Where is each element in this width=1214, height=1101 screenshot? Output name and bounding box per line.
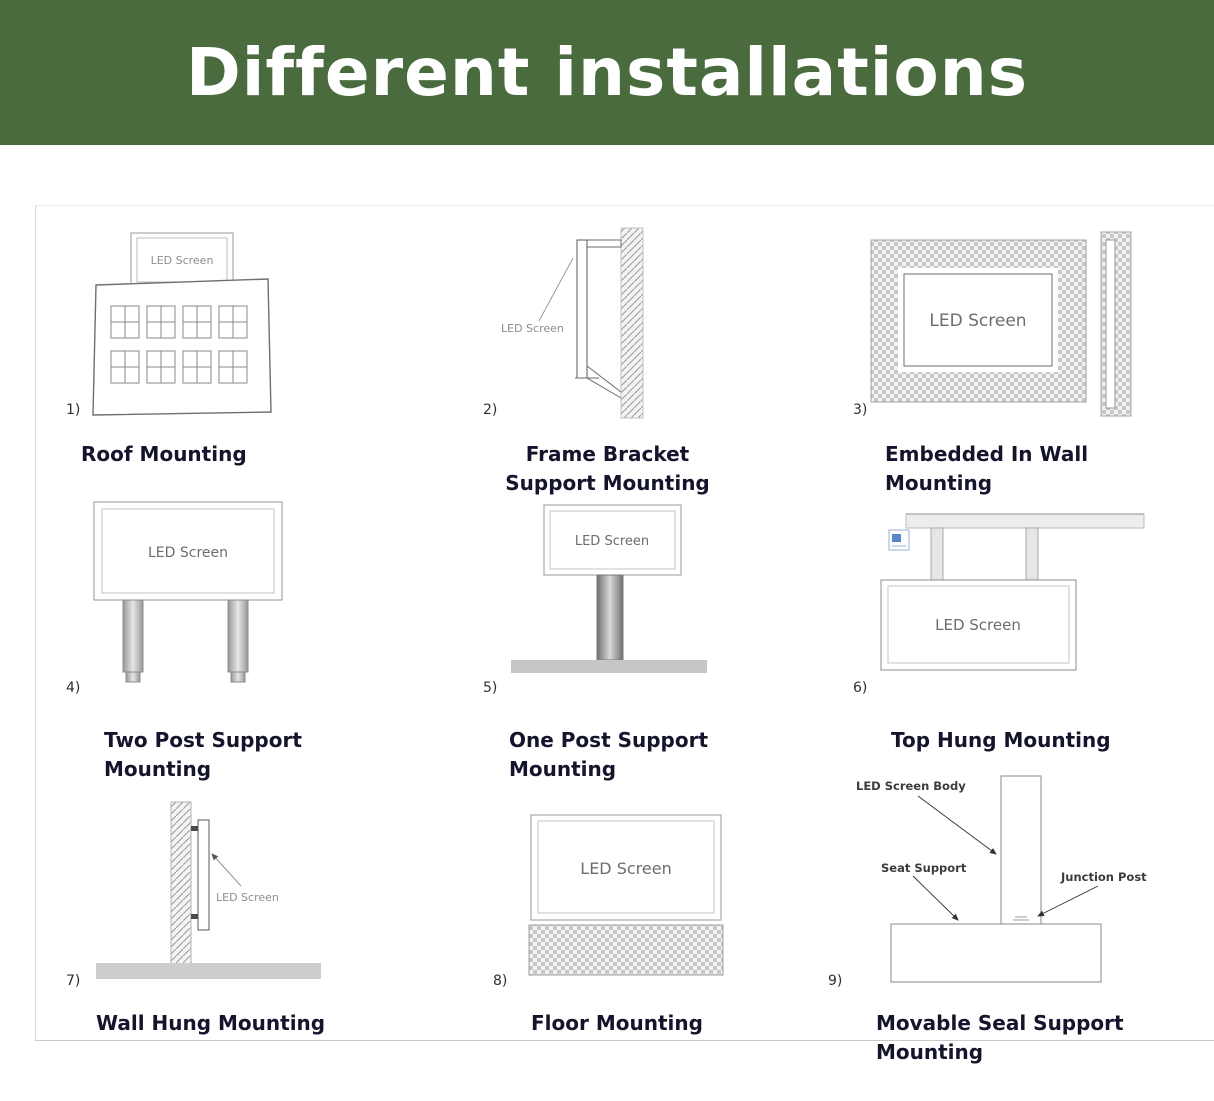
two-post-drawing: LED Screen 4) bbox=[66, 501, 283, 696]
caption-line: Floor Mounting bbox=[531, 1011, 703, 1035]
movable-seal-drawing: LED Screen Body Seat Support Junction Po… bbox=[828, 775, 1147, 989]
side-wall-strip bbox=[1100, 231, 1132, 417]
caption-movable-seal-mounting: Movable Seal Support Mounting bbox=[798, 1009, 1214, 1067]
caption-line: Mounting bbox=[509, 757, 617, 781]
screen-body-label: LED Screen Body bbox=[856, 779, 966, 793]
wall-hung-drawing: LED Screen 7) bbox=[66, 801, 321, 989]
led-screen-label: LED Screen bbox=[935, 616, 1021, 634]
led-screen-label: LED Screen bbox=[151, 254, 214, 267]
led-screen-panel: LED Screen bbox=[880, 579, 1077, 671]
caption-line: Wall Hung Mounting bbox=[96, 1011, 326, 1035]
diagram-grid: LED Screen 1) Roof Mounting bbox=[36, 226, 1214, 1064]
led-screen-panel: LED Screen bbox=[530, 814, 722, 921]
figure-number: 7) bbox=[66, 973, 80, 989]
figure-number: 2) bbox=[483, 402, 497, 418]
leader-line bbox=[538, 257, 574, 322]
caption-line: Mounting bbox=[885, 471, 993, 495]
led-screen-label: LED Screen bbox=[580, 859, 671, 878]
screen-body bbox=[1000, 775, 1042, 925]
page: Different installations bbox=[0, 0, 1214, 1064]
content-area: LED Screen 1) Roof Mounting bbox=[35, 205, 1214, 1064]
diagram-cell-roof-mounting: LED Screen 1) Roof Mounting bbox=[36, 226, 417, 498]
floor-base-hatch bbox=[528, 924, 724, 976]
support-posts bbox=[122, 599, 249, 683]
seat-base bbox=[890, 916, 1102, 983]
figure-number: 9) bbox=[828, 973, 842, 989]
junction-post-label: Junction Post bbox=[1060, 870, 1147, 884]
led-screen-panel: LED Screen bbox=[543, 504, 682, 576]
caption-line: Two Post Support bbox=[104, 728, 302, 752]
seat-support-label: Seat Support bbox=[881, 861, 967, 875]
annotation-arrows bbox=[912, 795, 1099, 921]
header-banner: Different installations bbox=[0, 0, 1214, 145]
figure-number: 1) bbox=[66, 402, 80, 418]
led-screen-panel: LED Screen bbox=[93, 501, 283, 601]
image-placeholder-icon bbox=[888, 529, 910, 551]
led-screen-label: LED Screen bbox=[501, 322, 564, 335]
caption-frame-bracket-mounting: Frame Bracket Support Mounting bbox=[417, 440, 798, 498]
caption-roof-mounting: Roof Mounting bbox=[36, 440, 417, 469]
led-screen-label: LED Screen bbox=[148, 545, 228, 561]
caption-line: Roof Mounting bbox=[81, 442, 247, 466]
diagram-cell-movable-seal-mounting: LED Screen Body Seat Support Junction Po… bbox=[798, 774, 1214, 1064]
caption-one-post-mounting: One Post Support Mounting bbox=[417, 726, 798, 784]
floor-mounting-drawing: LED Screen 8) bbox=[493, 814, 724, 989]
caption-top-hung-mounting: Top Hung Mounting bbox=[798, 726, 1214, 755]
caption-line: One Post Support bbox=[509, 728, 709, 752]
wall-hatch bbox=[620, 227, 644, 419]
diagram-cell-two-post-mounting: LED Screen 4) Two Post Support Mounting bbox=[36, 498, 417, 781]
caption-line: Mounting bbox=[104, 757, 212, 781]
led-screen-label: LED Screen bbox=[216, 891, 279, 904]
ground-strip bbox=[96, 963, 321, 979]
support-post bbox=[596, 574, 624, 661]
hanger-posts bbox=[930, 527, 1039, 583]
building-outline bbox=[92, 278, 272, 416]
caption-line: Embedded In Wall bbox=[885, 442, 1089, 466]
caption-embedded-wall-mounting: Embedded In Wall Mounting bbox=[798, 440, 1214, 498]
edge-on-screen bbox=[191, 819, 210, 931]
ground-strip bbox=[511, 660, 707, 673]
diagram-cell-floor-mounting: LED Screen 8) Floor Mounting bbox=[417, 774, 798, 1042]
diagram-cell-top-hung-mounting: LED Screen 6) Top Hung Mounting bbox=[798, 498, 1214, 774]
diagram-cell-embedded-wall-mounting: LED Screen 3) Embedded In Wall Mounting bbox=[798, 226, 1214, 498]
page-title: Different installations bbox=[186, 34, 1028, 111]
caption-floor-mounting: Floor Mounting bbox=[417, 1009, 798, 1038]
caption-line: Top Hung Mounting bbox=[891, 728, 1111, 752]
figure-number: 3) bbox=[853, 402, 867, 418]
embedded-led-screen: LED Screen bbox=[903, 273, 1053, 367]
figure-number: 5) bbox=[483, 680, 497, 696]
top-hung-drawing: LED Screen 6) bbox=[853, 513, 1145, 696]
bracket-and-screen bbox=[575, 239, 622, 399]
frame-bracket-drawing: LED Screen 2) bbox=[483, 227, 644, 419]
caption-line: Frame Bracket bbox=[525, 442, 690, 466]
diagram-cell-one-post-mounting: LED Screen 5) One Post Support Mounting bbox=[417, 498, 798, 781]
embedded-wall-drawing: LED Screen 3) bbox=[853, 231, 1132, 418]
rooftop-led-screen-box: LED Screen bbox=[130, 232, 234, 288]
caption-line: Mounting bbox=[876, 1040, 984, 1064]
caption-wall-hung-mounting: Wall Hung Mounting bbox=[36, 1009, 417, 1038]
roof-mounting-drawing: LED Screen 1) bbox=[66, 232, 272, 418]
figure-number: 8) bbox=[493, 973, 507, 989]
figure-number: 4) bbox=[66, 680, 80, 696]
diagram-cell-frame-bracket-mounting: LED Screen 2) Frame Bracket Support Moun… bbox=[417, 226, 798, 498]
led-screen-label: LED Screen bbox=[929, 311, 1026, 331]
led-screen-label: LED Screen bbox=[575, 534, 649, 549]
ceiling-slab bbox=[905, 513, 1145, 529]
diagram-cell-wall-hung-mounting: LED Screen 7) Wall Hung Mounting bbox=[36, 774, 417, 1042]
one-post-drawing: LED Screen 5) bbox=[483, 504, 707, 696]
figure-number: 6) bbox=[853, 680, 867, 696]
leader-arrow bbox=[211, 853, 242, 887]
wall-post-hatch bbox=[170, 801, 192, 965]
caption-two-post-mounting: Two Post Support Mounting bbox=[36, 726, 417, 784]
caption-line: Movable Seal Support bbox=[876, 1011, 1124, 1035]
caption-line: Support Mounting bbox=[505, 471, 710, 495]
